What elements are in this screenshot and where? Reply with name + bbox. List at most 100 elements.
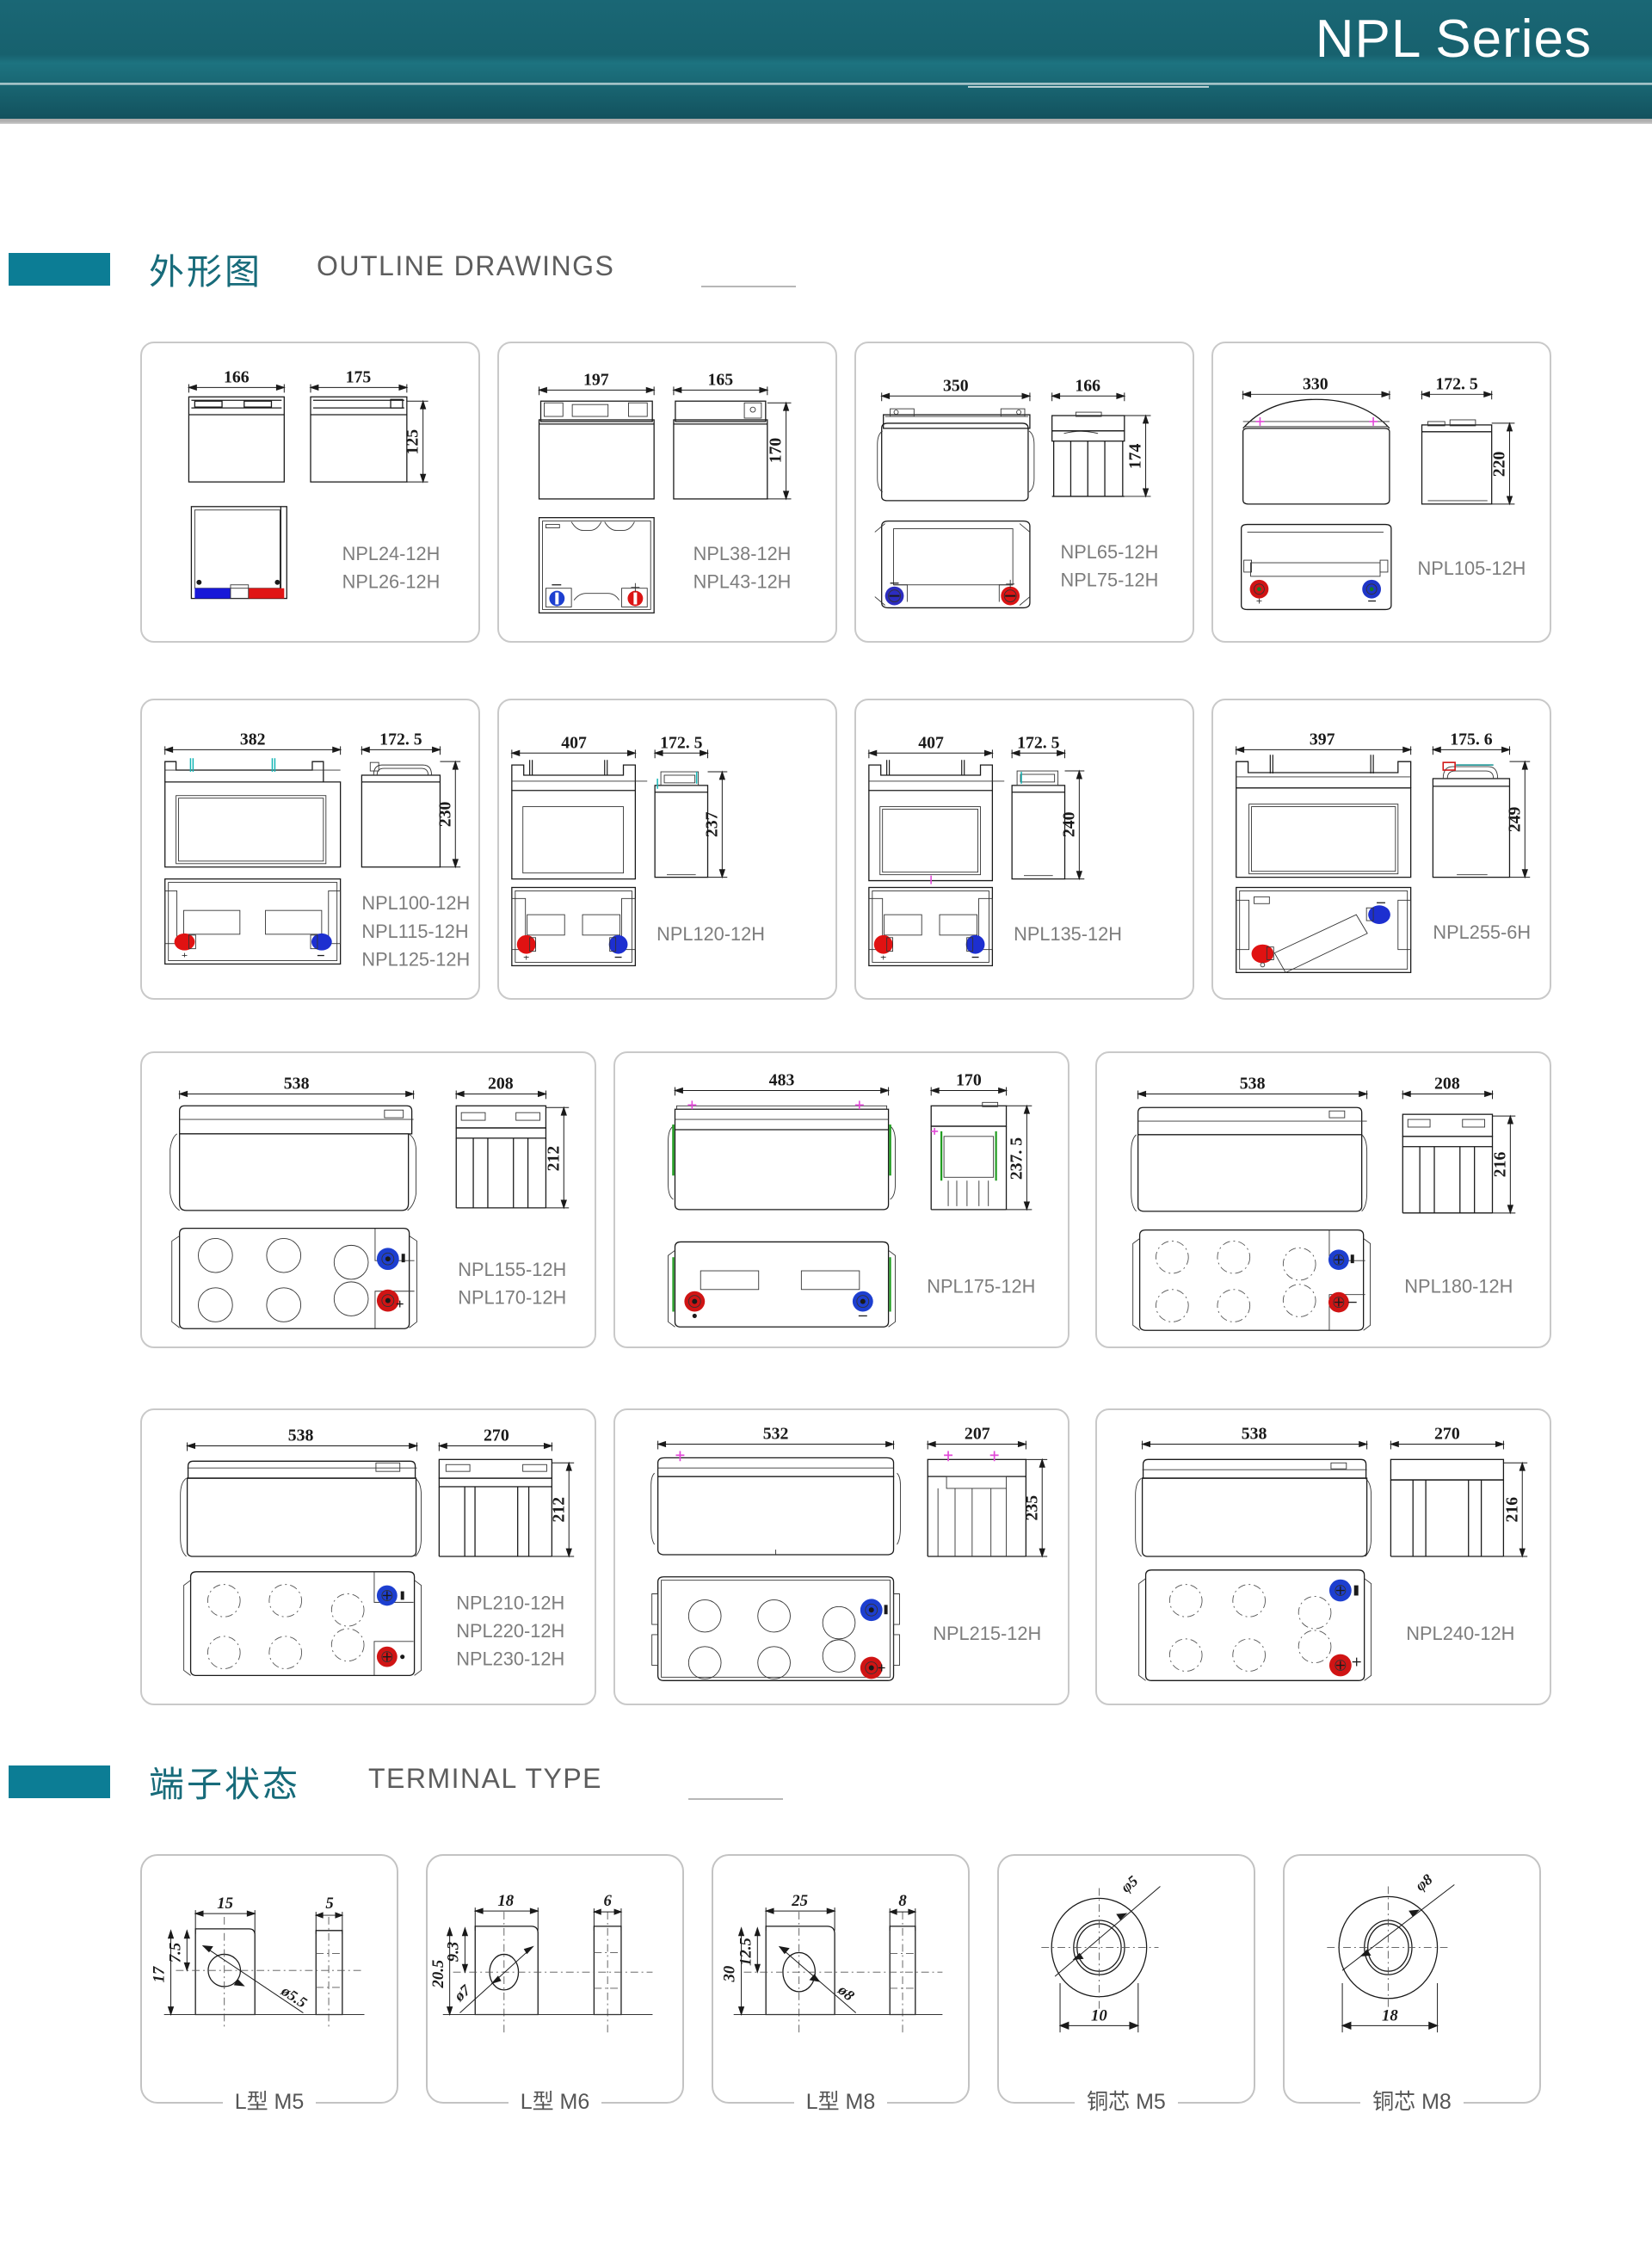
model-label: NPL26-12H — [342, 571, 441, 593]
model-label: NPL155-12H — [458, 1259, 566, 1280]
dim-side-width: 170 — [956, 1071, 982, 1090]
model-label: NPL115-12H — [361, 921, 468, 942]
section-title-en-2: TERMINAL TYPE — [368, 1763, 602, 1794]
dim-height: 20.5 — [429, 1960, 447, 1989]
dim-thickness: 6 — [603, 1892, 612, 1910]
model-label: NPL105-12H — [1418, 558, 1526, 579]
outline-panel-npl24: 166 175 125 — [140, 342, 480, 643]
dim-side-width: 175 — [346, 367, 372, 386]
page-header: NPL Series — [0, 0, 1652, 121]
dim-hole-diameter: φ8 — [1412, 1870, 1436, 1895]
terminal-label: L型 M6 — [428, 2085, 682, 2116]
dim-side-width: 208 — [1434, 1075, 1460, 1094]
dim-hole-center: 7.5 — [166, 1943, 184, 1963]
dim-thickness: 8 — [898, 1892, 907, 1910]
dim-side-width: 172. 5 — [660, 733, 703, 752]
model-label: NPL180-12H — [1404, 1276, 1513, 1297]
dim-height: 235 — [1022, 1495, 1041, 1521]
section-underline-2 — [688, 1798, 783, 1800]
dim-width: 25 — [791, 1892, 808, 1910]
outline-panel-npl240: 538 270 216 — [1095, 1408, 1551, 1705]
outline-panel-npl180: 538 208 216 — [1095, 1051, 1551, 1348]
dim-side-width: 270 — [1434, 1425, 1460, 1444]
outline-panel-npl155: 538 208 212 — [140, 1051, 596, 1348]
model-label: NPL75-12H — [1061, 570, 1159, 591]
dim-front-width: 330 — [1303, 374, 1328, 393]
dim-side-width: 208 — [488, 1075, 514, 1094]
model-label: NPL135-12H — [1014, 923, 1122, 945]
dim-height: 230 — [435, 802, 454, 828]
terminal-label: L型 M8 — [713, 2085, 968, 2116]
dim-front-width: 538 — [288, 1427, 314, 1445]
dim-front-width: 483 — [769, 1071, 795, 1090]
dim-height: 237. 5 — [1007, 1137, 1026, 1180]
dim-width: 18 — [497, 1892, 514, 1910]
terminal-panel-l-m8: 25 8 30 12.5 ø8 L型 M8 — [712, 1854, 970, 2114]
dim-front-width: 538 — [1242, 1425, 1267, 1444]
dim-front-width: 538 — [1240, 1075, 1266, 1094]
header-accent-line — [968, 86, 1209, 88]
model-label: NPL210-12H — [456, 1592, 564, 1613]
dim-side-width: 166 — [1075, 376, 1100, 395]
model-label: NPL215-12H — [933, 1623, 1041, 1644]
dim-front-width: 166 — [224, 367, 250, 386]
section-underline — [701, 286, 796, 287]
dim-side-width: 270 — [484, 1427, 509, 1445]
header-bottom-bar — [0, 119, 1652, 124]
dim-height: 174 — [1126, 444, 1145, 470]
dim-front-width: 350 — [943, 376, 969, 395]
dim-front-width: 538 — [284, 1075, 310, 1094]
terminal-panel-l-m6: 18 6 20.5 9.3 ø7 L型 M6 — [426, 1854, 684, 2114]
outline-panel-npl135: 407 172. 5 240 — [854, 699, 1194, 1000]
header-divider-rule — [0, 83, 1652, 85]
dim-width: 15 — [217, 1895, 233, 1913]
dim-height: 212 — [549, 1497, 568, 1523]
dim-height: 17 — [151, 1966, 169, 1982]
terminal-label: L型 M5 — [142, 2085, 397, 2116]
section-title-en: OUTLINE DRAWINGS — [317, 250, 615, 281]
dim-height: 220 — [1490, 451, 1509, 477]
dim-height: 240 — [1059, 811, 1078, 837]
dim-front-width: 407 — [561, 733, 587, 752]
dim-side-width: 165 — [708, 370, 734, 389]
dim-front-width: 532 — [763, 1425, 789, 1444]
outline-panel-npl255: 397 175. 6 249 — [1211, 699, 1551, 1000]
dim-height: 216 — [1490, 1152, 1509, 1178]
outline-panel-npl120: 407 172. 5 237 — [497, 699, 837, 1000]
model-label: NPL43-12H — [693, 571, 792, 593]
model-label: NPL65-12H — [1061, 541, 1159, 563]
section-title-cn-2: 端子状态 — [149, 1765, 300, 1804]
page-title: NPL Series — [1315, 9, 1592, 69]
dim-front-width: 197 — [583, 370, 609, 389]
model-label: NPL120-12H — [656, 923, 765, 945]
dim-height: 249 — [1505, 806, 1524, 832]
dim-side-width: 207 — [965, 1425, 990, 1444]
outline-panel-npl210: 538 270 212 — [140, 1408, 596, 1705]
model-label: NPL125-12H — [361, 948, 470, 970]
dim-hole-diameter: ø8 — [835, 1981, 858, 2004]
section-accent-square — [9, 253, 110, 286]
model-label: NPL170-12H — [458, 1287, 566, 1309]
dim-side-width: 172. 5 — [379, 730, 422, 749]
dim-front-width: 407 — [918, 733, 944, 752]
terminal-panel-copper-m8: 18 φ8 铜芯 M8 — [1283, 1854, 1541, 2114]
dim-front-width: 382 — [240, 730, 266, 749]
model-label: NPL38-12H — [693, 543, 792, 564]
section-accent-square-2 — [9, 1765, 110, 1798]
model-label: NPL100-12H — [361, 892, 470, 914]
terminal-panel-copper-m5: 10 φ5 铜芯 M5 — [997, 1854, 1255, 2114]
dim-height: 212 — [544, 1146, 563, 1172]
model-label: NPL220-12H — [456, 1620, 564, 1642]
model-label: NPL255-6H — [1433, 921, 1531, 943]
section-heading-terminal-type: 端子状态 TERMINAL TYPE — [9, 1755, 1299, 1804]
outline-panel-npl105: 330 172. 5 220 — [1211, 342, 1551, 643]
outline-panel-npl65: 350 166 174 — [854, 342, 1194, 643]
dim-hole-diameter: φ5 — [1118, 1872, 1142, 1896]
dim-outer-width: 18 — [1382, 2006, 1398, 2024]
dim-height: 216 — [1502, 1497, 1521, 1523]
outline-panel-npl175: 483 170 237. 5 — [613, 1051, 1069, 1348]
dim-height: 237 — [702, 811, 721, 837]
terminal-panel-l-m5: 15 5 17 7.5 ø5.5 L型 M5 — [140, 1854, 398, 2114]
terminal-label: 铜芯 M5 — [999, 2085, 1254, 2116]
model-label: NPL24-12H — [342, 543, 441, 564]
